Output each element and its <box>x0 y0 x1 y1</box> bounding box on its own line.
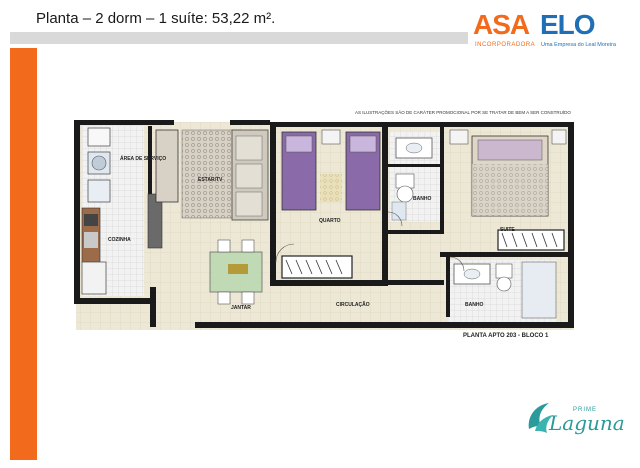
wardrobe-quarto <box>281 255 353 279</box>
room-label-circulacao: CIRCULAÇÃO <box>336 302 370 308</box>
kitchen-island <box>147 193 163 249</box>
door-swings <box>275 211 465 272</box>
wave-icon <box>528 403 553 433</box>
laguna-logo-name: Laguna <box>549 411 625 435</box>
laguna-logo-small: PRIME <box>573 407 598 413</box>
sink-unit <box>87 179 111 203</box>
wardrobe-suite <box>497 229 565 251</box>
tank <box>87 127 111 147</box>
page-title: Planta – 2 dorm – 1 suíte: 53,22 m². <box>36 10 276 27</box>
suite-nightstand-right <box>551 129 567 145</box>
room-label-quarto: QUARTO <box>319 218 341 224</box>
elo-logo: ELO Uma Empresa do Leal Moreira <box>540 10 620 50</box>
asa-logo-subtitle: INCORPORADORA <box>475 42 536 48</box>
laguna-logo: PRIME Laguna <box>525 395 625 445</box>
room-label-area-servico: ÁREA DE SERVIÇO <box>120 156 167 162</box>
shower-2 <box>521 261 557 319</box>
floor-plan <box>74 120 574 330</box>
room-label-banho-1: BANHO <box>413 196 432 202</box>
side-accent-bar <box>10 48 37 460</box>
nightstand <box>321 129 341 145</box>
asa-logo: ASA INCORPORADORA <box>473 10 535 50</box>
bedroom-rug <box>320 174 342 202</box>
elo-logo-name: ELO <box>540 9 596 40</box>
refrigerator <box>81 261 107 295</box>
room-label-jantar: JANTAR <box>231 305 251 311</box>
walls <box>74 120 574 328</box>
room-label-cozinha: COZINHA <box>108 237 131 243</box>
room-label-estar-tv: ESTAR/TV <box>198 177 223 183</box>
tv-panel <box>155 129 179 203</box>
asa-logo-name: ASA <box>473 9 530 40</box>
room-label-banho-2: BANHO <box>465 302 484 308</box>
header-divider-bar <box>10 32 468 44</box>
shower-1 <box>391 201 407 221</box>
plan-disclaimer: AS ILUSTRAÇÕES SÃO DE CARÁTER PROMOCIONA… <box>355 110 571 115</box>
room-label-suite: SUITE <box>500 227 515 233</box>
elo-logo-subtitle: Uma Empresa do Leal Moreira <box>541 42 616 48</box>
toilet-2 <box>495 263 513 279</box>
suite-nightstand-left <box>449 129 469 145</box>
plan-caption: PLANTA APTO 203 - BLOCO 1 <box>463 333 549 339</box>
